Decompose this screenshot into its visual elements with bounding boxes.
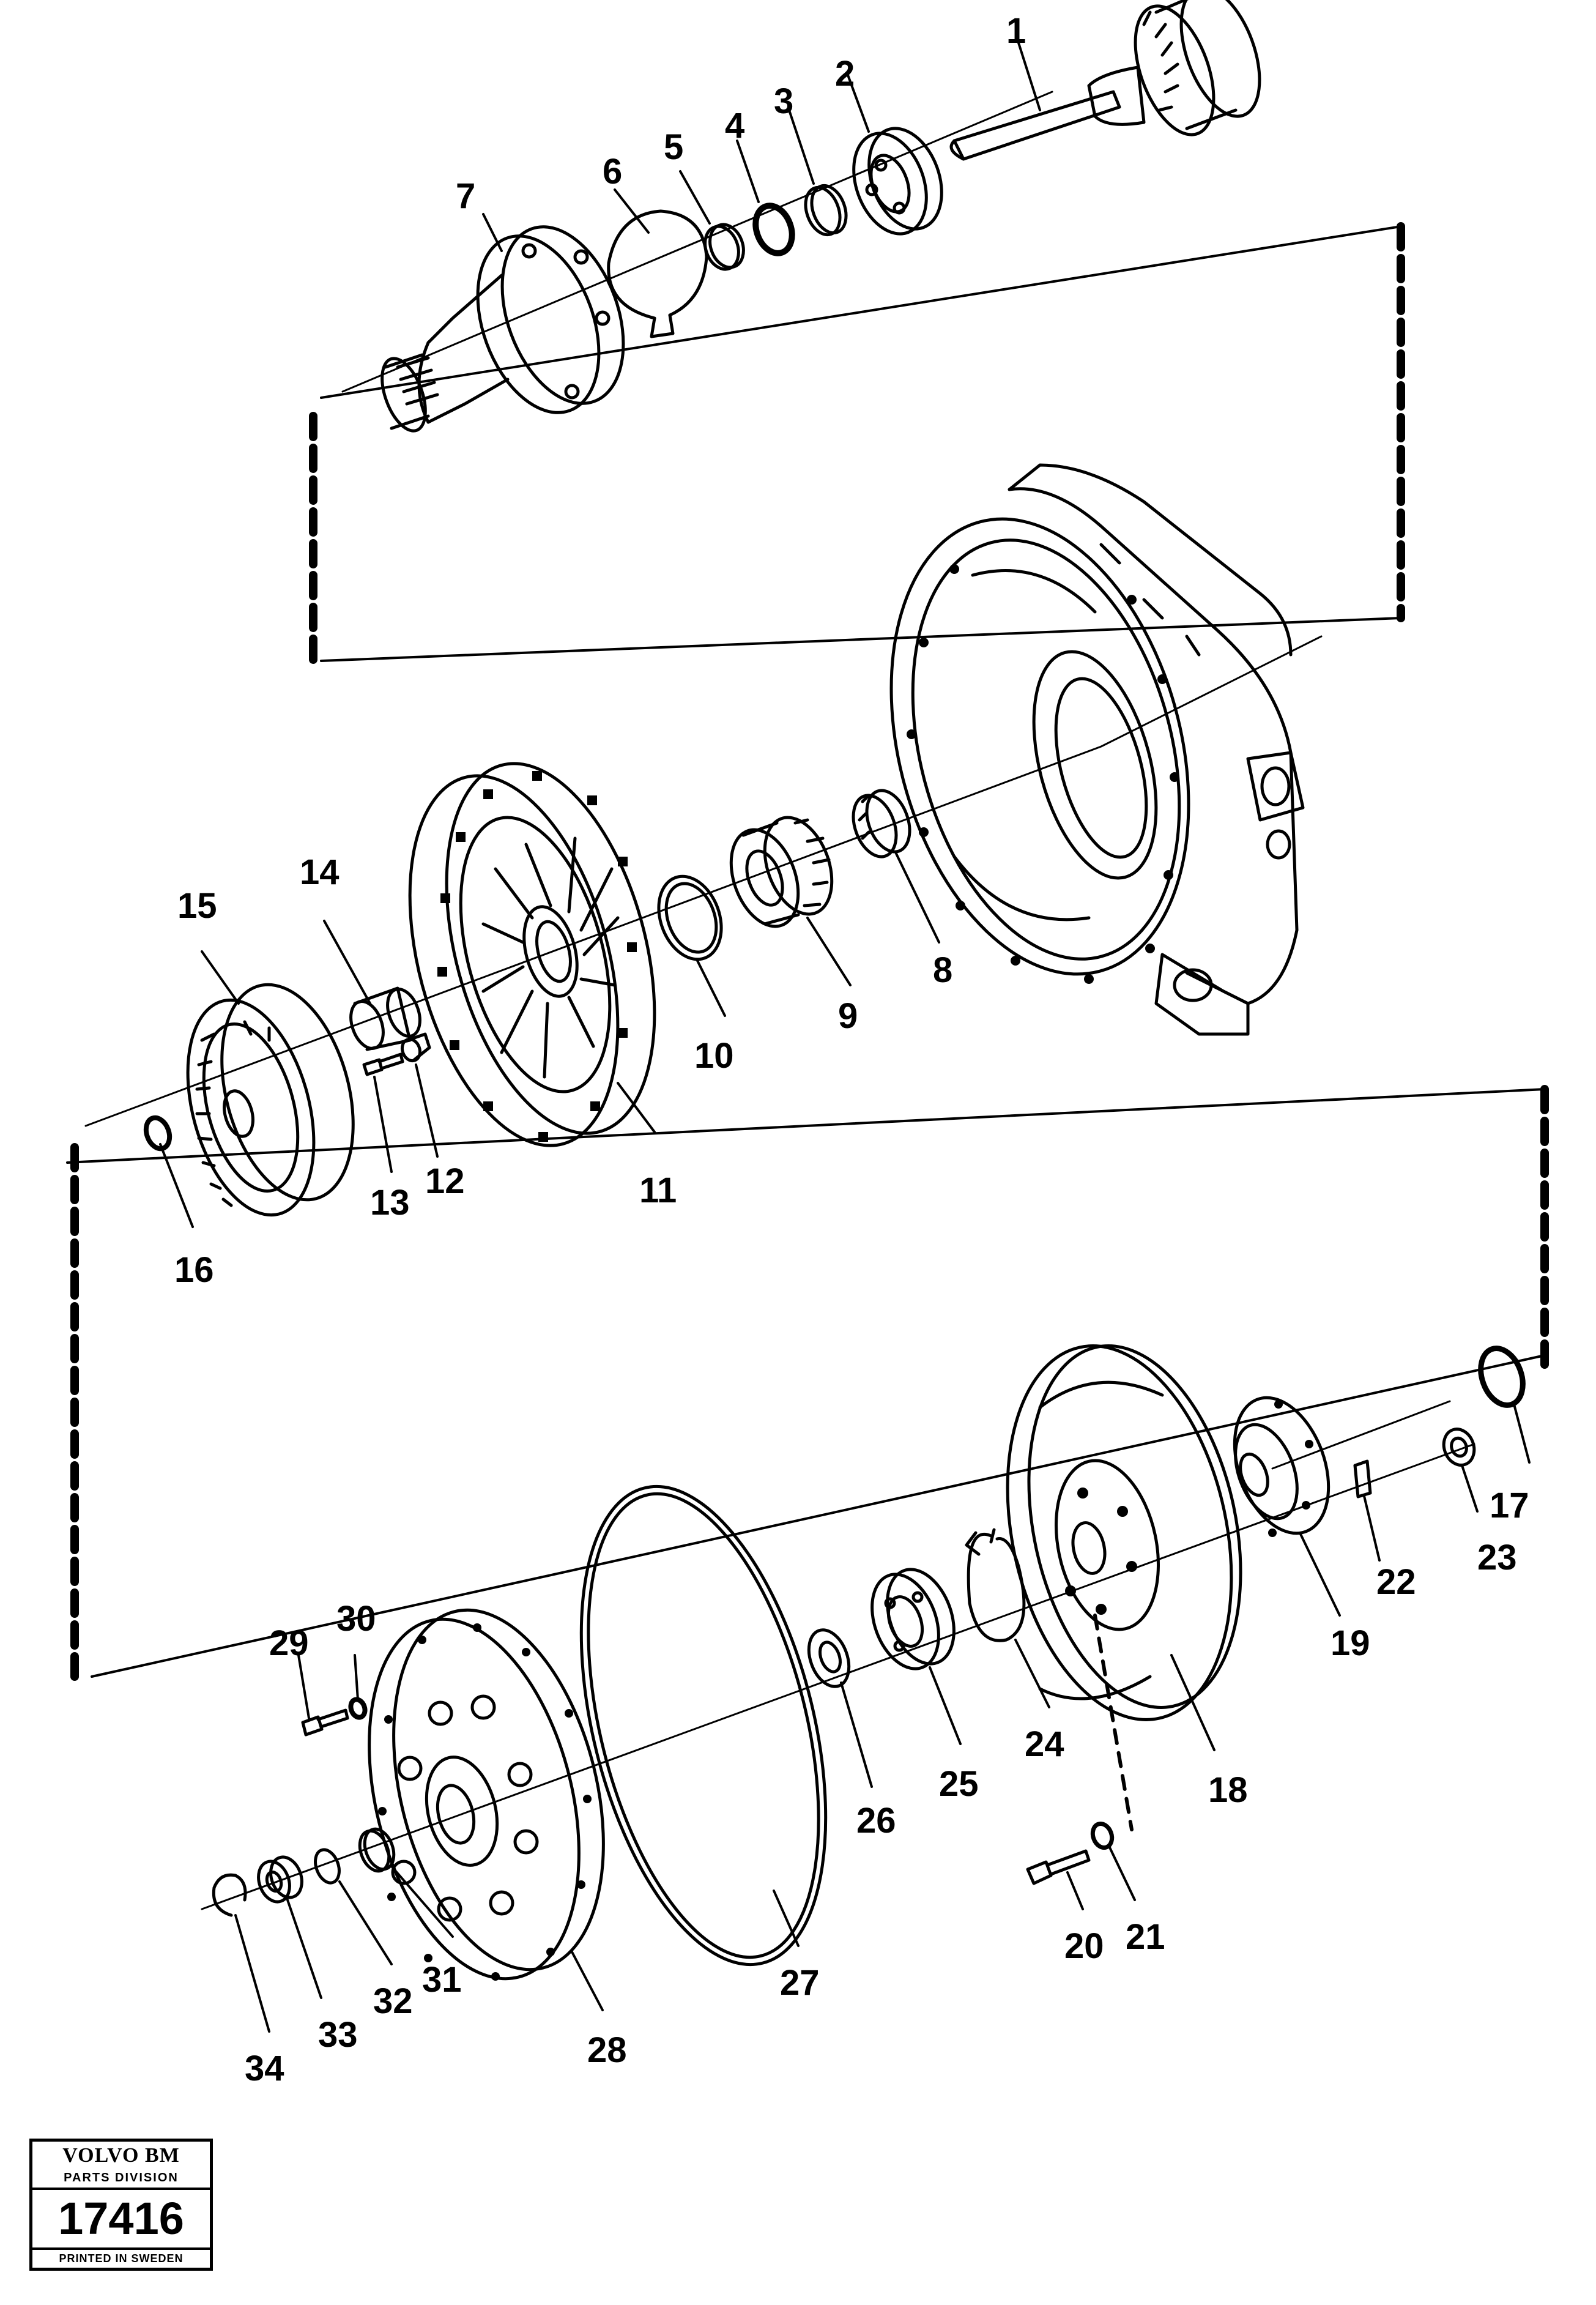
part-label: 24 bbox=[1025, 1724, 1064, 1764]
o-ring-27 bbox=[579, 1484, 828, 1967]
part-labels: 1 2 3 4 5 6 7 8 9 10 11 12 13 14 15 16 1… bbox=[174, 11, 1529, 2088]
impeller-18 bbox=[1006, 1344, 1242, 1721]
part-label: 13 bbox=[370, 1183, 410, 1223]
part-label: 2 bbox=[835, 54, 855, 94]
lock-ring-17 bbox=[1478, 1346, 1526, 1408]
ring-31 bbox=[358, 1827, 396, 1873]
nut-23 bbox=[1442, 1428, 1476, 1467]
part-label: 23 bbox=[1477, 1538, 1517, 1577]
washer-16 bbox=[143, 1115, 173, 1152]
part-label: 7 bbox=[456, 176, 475, 216]
part-label: 21 bbox=[1126, 1917, 1165, 1957]
part-label: 28 bbox=[587, 2030, 627, 2070]
cap-screw-29 bbox=[301, 1708, 349, 1737]
pump-wheel-11 bbox=[408, 762, 656, 1147]
part-label: 27 bbox=[780, 1963, 820, 2003]
screw-13 bbox=[362, 1052, 404, 1076]
plug-12 bbox=[400, 1032, 431, 1063]
part-label: 14 bbox=[300, 852, 340, 892]
part-label: 15 bbox=[177, 886, 217, 926]
part-label: 1 bbox=[1006, 11, 1026, 51]
badge-number: 17416 bbox=[58, 2193, 184, 2244]
part-label: 4 bbox=[725, 106, 744, 146]
leader-lines bbox=[159, 42, 1531, 2033]
converter-housing bbox=[889, 463, 1305, 1036]
part-label: 22 bbox=[1376, 1562, 1416, 1602]
lock-plate-22 bbox=[1353, 1459, 1372, 1499]
tab-washer-26 bbox=[807, 1628, 851, 1688]
turbine-wheel-15 bbox=[186, 983, 355, 1217]
part-label: 29 bbox=[269, 1623, 309, 1663]
part-label: 32 bbox=[373, 1981, 413, 2021]
part-label: 11 bbox=[639, 1171, 677, 1210]
ring-4 bbox=[752, 203, 795, 256]
washer-21 bbox=[1090, 1822, 1115, 1850]
part-label: 31 bbox=[422, 1960, 462, 2000]
assembly-connector-upper bbox=[309, 222, 1405, 668]
ring-3 bbox=[804, 184, 848, 237]
ring-32 bbox=[314, 1848, 341, 1885]
snap-ring-34 bbox=[212, 1873, 247, 1917]
part-label: 17 bbox=[1490, 1486, 1529, 1525]
part-label: 25 bbox=[939, 1764, 979, 1804]
snap-ring-24 bbox=[965, 1528, 1026, 1642]
pump-gear-9 bbox=[729, 816, 834, 928]
part-label: 18 bbox=[1208, 1770, 1248, 1810]
input-shaft-gear bbox=[949, 0, 1261, 161]
part-label: 20 bbox=[1064, 1926, 1104, 1966]
part-label: 34 bbox=[245, 2049, 284, 2088]
o-ring-10 bbox=[657, 874, 723, 961]
part-label: 33 bbox=[318, 2015, 358, 2055]
bushing-14 bbox=[349, 986, 421, 1051]
volvo-bm-badge: VOLVO BM PARTS DIVISION 17416 PRINTED IN… bbox=[29, 2139, 213, 2271]
ball-bearing-25 bbox=[870, 1568, 956, 1670]
badge-brand: VOLVO BM bbox=[62, 2144, 180, 2167]
badge-division: PARTS DIVISION bbox=[32, 2171, 210, 2190]
part-label: 6 bbox=[603, 152, 622, 192]
pump-cover-28 bbox=[368, 1608, 605, 1981]
part-label: 3 bbox=[774, 81, 793, 121]
part-label: 8 bbox=[933, 950, 952, 990]
bearing-33 bbox=[257, 1855, 303, 1904]
part-label: 9 bbox=[838, 996, 858, 1036]
washer-30 bbox=[348, 1697, 368, 1720]
part-label: 19 bbox=[1331, 1623, 1370, 1663]
part-label: 10 bbox=[694, 1036, 734, 1076]
output-flange-7 bbox=[380, 225, 625, 433]
badge-footer: PRINTED IN SWEDEN bbox=[32, 2247, 210, 2268]
part-label: 12 bbox=[425, 1161, 465, 1201]
part-label: 5 bbox=[664, 127, 683, 167]
axis-lines bbox=[84, 91, 1475, 1910]
part-label: 26 bbox=[856, 1801, 896, 1841]
hub-flange-19 bbox=[1233, 1396, 1331, 1537]
bolt-20 bbox=[1026, 1849, 1091, 1885]
ball-bearing-top bbox=[852, 127, 943, 236]
bearing-8 bbox=[852, 789, 911, 858]
part-label: 30 bbox=[336, 1599, 376, 1639]
assembly-connector-lower bbox=[70, 1085, 1549, 1831]
part-label: 16 bbox=[174, 1250, 214, 1290]
